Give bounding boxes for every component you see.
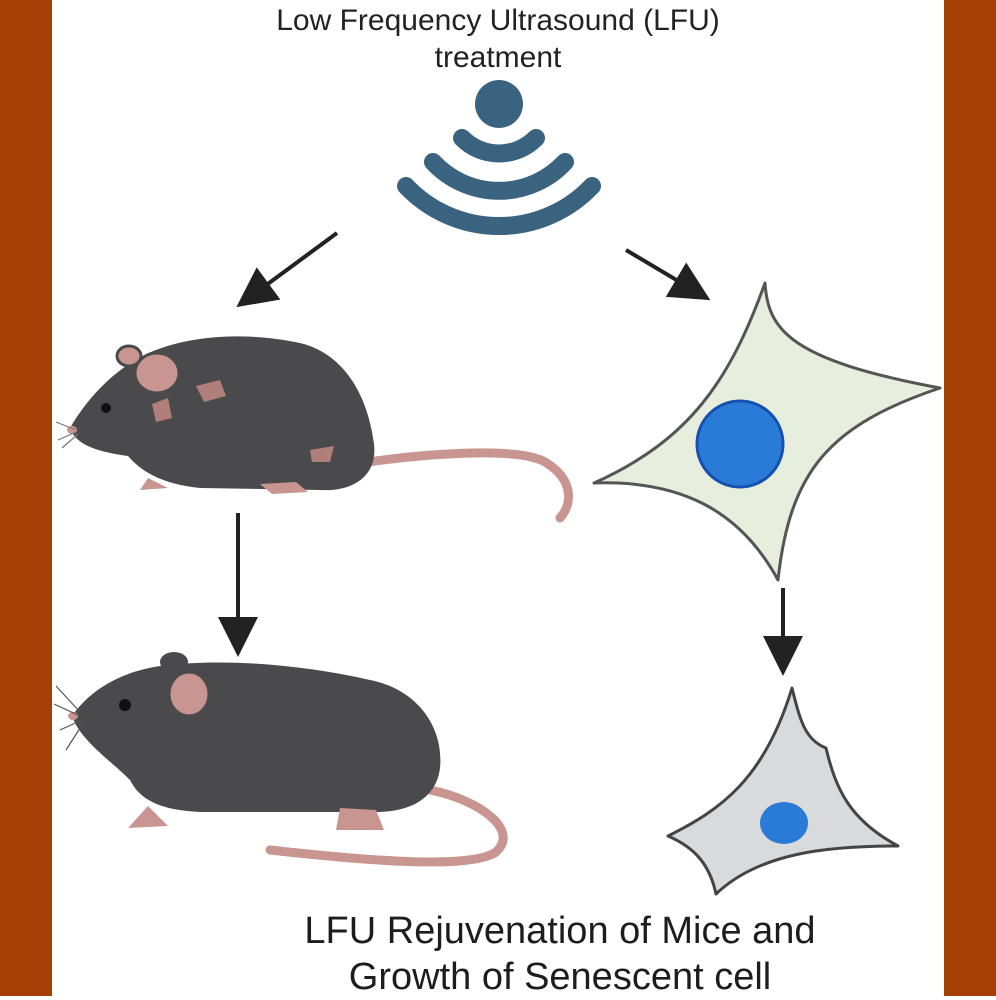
arrow-to-healthy-cell — [624, 248, 711, 301]
frame-left — [0, 0, 52, 996]
aged-mouse-body — [70, 336, 375, 491]
senescent-cell-icon — [666, 686, 900, 896]
aged-mouse-tail — [363, 448, 573, 523]
senescent-cell-membrane — [666, 686, 900, 896]
rejuvenated-mouse-icon — [53, 652, 508, 867]
flow-arrows — [218, 231, 803, 676]
rejuvenated-mouse-eye — [119, 699, 131, 711]
aged-mouse-hind-paw — [260, 482, 308, 494]
aged-mouse-ear — [133, 351, 181, 395]
signal-wave-3 — [397, 177, 601, 235]
result-caption: LFU Rejuvenation of Mice and Growth of S… — [200, 908, 920, 1000]
aged-mouse-ear-back — [115, 344, 143, 368]
aged-mouse-icon — [55, 336, 573, 523]
aged-mouse-whiskers — [55, 421, 79, 449]
aged-mouse-patch-3 — [310, 446, 334, 462]
signal-wave-1 — [453, 129, 545, 163]
rejuvenated-mouse-ear — [167, 670, 211, 718]
healthy-cell-nucleus — [695, 399, 785, 489]
rejuvenated-mouse-whiskers — [53, 685, 85, 751]
aged-mouse-eye — [101, 403, 111, 413]
treatment-title-line-1: Low Frequency Ultrasound (LFU) — [276, 4, 720, 37]
result-caption-line-2: Growth of Senescent cell — [348, 956, 772, 998]
treatment-title-line-2: treatment — [434, 41, 562, 74]
result-caption-line-1: LFU Rejuvenation of Mice and — [304, 910, 816, 952]
signal-wave-2 — [424, 153, 574, 200]
signal-dot — [475, 80, 523, 128]
aged-mouse-patch-2 — [152, 398, 172, 422]
rejuvenated-mouse-front-paw — [128, 806, 168, 828]
rejuvenated-mouse-ear-back — [160, 652, 188, 672]
frame-right — [944, 0, 996, 996]
aged-mouse-front-paw — [140, 478, 168, 490]
rejuvenated-mouse-hind-paw — [336, 808, 384, 830]
aged-mouse-patch-1 — [196, 380, 226, 402]
senescent-cell-nucleus — [760, 802, 808, 844]
arrow-to-aged-mouse — [236, 231, 339, 308]
healthy-cell-icon — [592, 281, 942, 582]
ultrasound-signal-icon — [397, 80, 601, 235]
treatment-title: Low Frequency Ultrasound (LFU) treatment — [52, 2, 944, 76]
rejuvenated-mouse-body — [72, 662, 441, 812]
rejuvenated-mouse-tail — [265, 785, 508, 867]
